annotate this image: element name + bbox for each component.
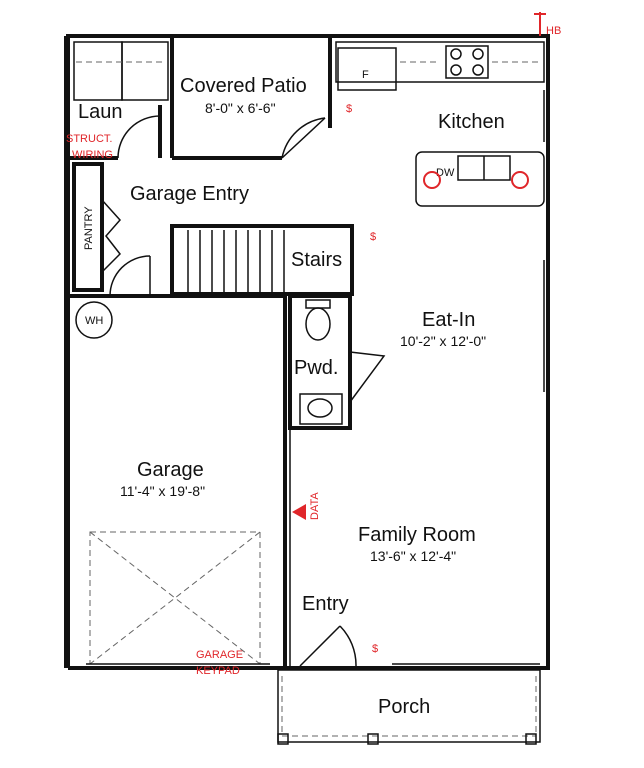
entry-door (299, 625, 540, 667)
exterior-walls (64, 34, 550, 670)
struct-wiring-line2: WIRING (72, 149, 113, 161)
room-laundry: Laun (78, 101, 123, 123)
kitchen-cabinets (335, 41, 545, 207)
covered-patio-dims: 8'-0" x 6'-6" (205, 100, 276, 116)
room-kitchen: Kitchen (438, 111, 505, 133)
outlet-icons (423, 171, 529, 189)
fridge-label: F (362, 69, 369, 81)
water-heater-icon (75, 301, 113, 339)
room-garage: Garage (137, 459, 204, 481)
room-garage-entry: Garage Entry (130, 183, 249, 205)
room-entry: Entry (302, 593, 349, 615)
dishwasher-label: DW (436, 167, 455, 179)
powder-walls (288, 294, 386, 430)
room-stairs: Stairs (291, 249, 342, 271)
switch-icons: $ $ $ (346, 103, 378, 655)
room-family: Family Room (358, 524, 476, 546)
room-porch: Porch (378, 696, 430, 718)
garage-walls (70, 294, 291, 668)
pantry-walls (72, 162, 151, 297)
switch-icon: $ (346, 103, 352, 115)
garage-keypad-line1: GARAGE (196, 649, 243, 661)
switch-icon: $ (370, 231, 376, 243)
porch (277, 669, 541, 745)
garage-door (86, 531, 270, 665)
hose-bib-label: HB (546, 25, 561, 37)
room-covered-patio: Covered Patio (180, 75, 307, 97)
covered-patio-walls (170, 36, 332, 160)
room-pantry: PANTRY (83, 206, 95, 250)
stairs-block (170, 224, 354, 296)
hose-bib-icon (534, 12, 546, 36)
data-outlet-icon (292, 504, 306, 520)
water-heater-label: WH (85, 315, 103, 327)
room-eat-in: Eat-In (422, 309, 475, 331)
data-label: DATA (309, 492, 321, 520)
garage-dims: 11'-4" x 19'-8" (120, 483, 205, 499)
room-powder: Pwd. (294, 357, 338, 379)
switch-icon: $ (372, 643, 378, 655)
laundry-walls (68, 41, 169, 160)
family-room-dims: 13'-6" x 12'-4" (370, 548, 456, 564)
garage-keypad-line2: KEYPAD (196, 665, 240, 677)
eat-in-dims: 10'-2" x 12'-0" (400, 333, 486, 349)
struct-wiring-line1: STRUCT. (66, 133, 112, 145)
